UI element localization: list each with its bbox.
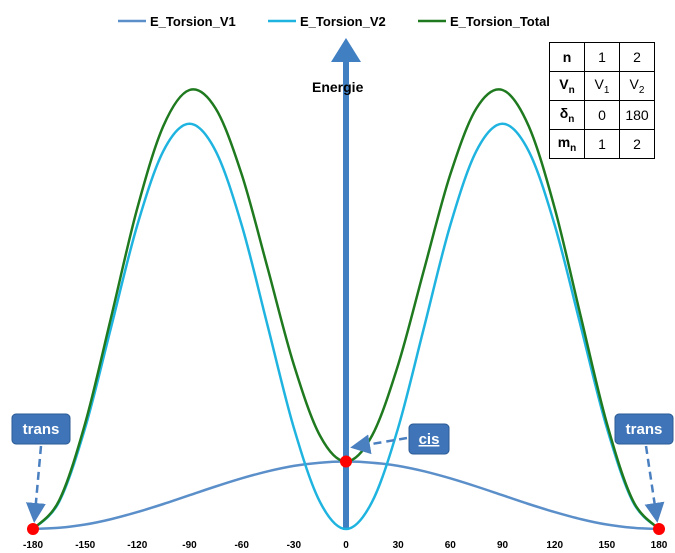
callout-trans-right-box: [614, 413, 674, 445]
table-cell: 1: [584, 42, 620, 72]
legend-label-total: E_Torsion_Total: [450, 14, 550, 29]
x-tick-label: -90: [182, 540, 197, 551]
table-row-header: δn: [549, 100, 585, 130]
table-cell: 1: [584, 129, 620, 159]
callout-cis-label: cis: [419, 431, 440, 448]
x-tick-label: -30: [287, 540, 302, 551]
callout-trans-left-box: [11, 413, 71, 445]
table-cell: V2: [619, 71, 655, 101]
callout-trans-right: trans: [614, 413, 674, 523]
table-row-header: mn: [549, 129, 585, 159]
y-axis-title: Energie: [312, 79, 364, 95]
callout-cis-arrow: [350, 434, 408, 455]
highlight-points: [27, 455, 665, 535]
x-tick-label: -180: [23, 540, 43, 551]
table-cell: 2: [619, 42, 655, 72]
axis-layer: Energie: [312, 38, 364, 530]
table-cell: 0: [584, 100, 620, 130]
legend: E_Torsion_V1 E_Torsion_V2 E_Torsion_Tota…: [118, 14, 550, 29]
x-tick-label: 60: [445, 540, 457, 551]
x-tick-label: -150: [75, 540, 95, 551]
highlight-point: [653, 523, 665, 535]
x-tick-label: 150: [598, 540, 615, 551]
legend-label-v2: E_Torsion_V2: [300, 14, 386, 29]
callout-trans-right-arrow: [644, 445, 665, 523]
callout-cis: cis: [350, 423, 450, 455]
table-cell: V1: [584, 71, 620, 101]
callout-trans-right-label: trans: [626, 421, 663, 438]
table-row-header: n: [549, 42, 585, 72]
table-cell: 2: [619, 129, 655, 159]
table-cell: 180: [619, 100, 655, 130]
callout-trans-left-label: trans: [23, 421, 60, 438]
x-tick-label: -60: [234, 540, 249, 551]
callout-cis-box: [408, 423, 450, 455]
legend-label-v1: E_Torsion_V1: [150, 14, 236, 29]
x-tick-label: 0: [343, 540, 349, 551]
x-tick-label: 30: [393, 540, 405, 551]
x-tick-label: 180: [651, 540, 668, 551]
highlight-point: [27, 523, 39, 535]
x-tick-label: 120: [546, 540, 563, 551]
callout-trans-left: trans: [11, 413, 71, 523]
y-axis-arrowhead: [331, 38, 361, 62]
x-tick-labels: -180 -150 -120 -90 -60 -30 0 30 60 90 120 150 180: [23, 540, 668, 551]
series-line-2: [32, 122, 660, 531]
table-row-header: Vn: [549, 71, 585, 101]
highlight-point: [340, 455, 352, 468]
x-tick-label: 90: [497, 540, 509, 551]
callout-trans-left-arrow: [25, 445, 46, 523]
x-tick-label: -120: [127, 540, 147, 551]
